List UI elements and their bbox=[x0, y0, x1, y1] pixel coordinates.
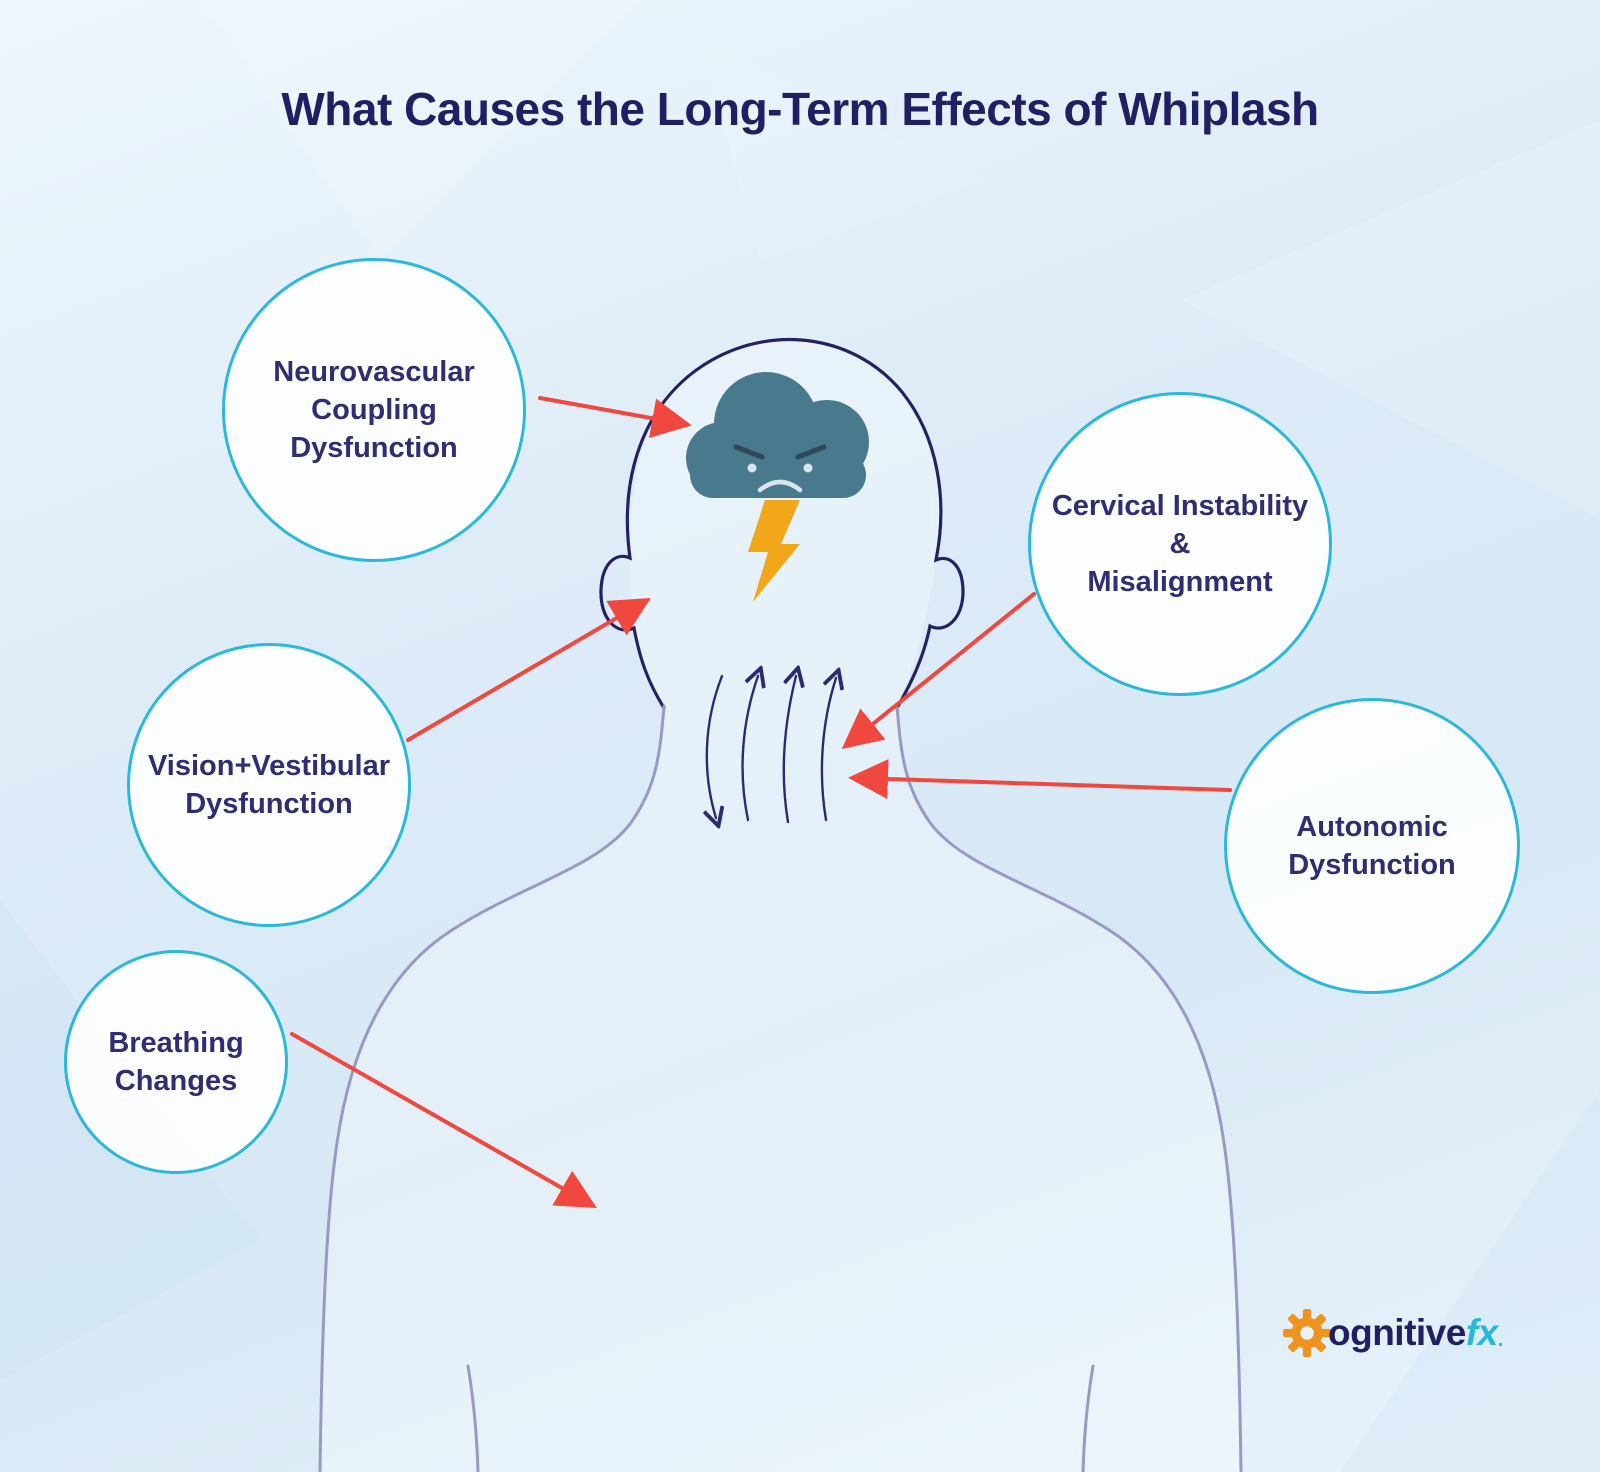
label-bubble-cervical: Cervical Instability & Misalignment bbox=[1028, 392, 1332, 696]
label-vision: Vision+Vestibular Dysfunction bbox=[147, 749, 391, 820]
body-outline-left bbox=[318, 704, 666, 1472]
gear-icon bbox=[1283, 1309, 1331, 1357]
label-neurovascular: Neurovascular Coupling Dysfunction bbox=[273, 355, 475, 465]
body-outline-right bbox=[895, 704, 1243, 1472]
label-cervical: Cervical Instability & Misalignment bbox=[1051, 489, 1309, 599]
arrow-vision-vestibular bbox=[406, 597, 651, 742]
label-bubble-vision: Vision+Vestibular Dysfunction bbox=[127, 643, 411, 927]
arm-line-left bbox=[466, 1364, 480, 1472]
neck-motion-arrows bbox=[707, 676, 836, 822]
body-fill bbox=[320, 339, 1241, 1472]
label-bubble-breathing: Breathing Changes bbox=[64, 950, 288, 1174]
label-bubble-autonomic: Autonomic Dysfunction bbox=[1224, 698, 1520, 994]
logo-wordmark: ognitive bbox=[1328, 1312, 1466, 1353]
page-title: What Causes the Long-Term Effects of Whi… bbox=[281, 83, 1319, 135]
arrow-autonomic bbox=[848, 759, 1232, 800]
person-silhouette bbox=[318, 337, 1243, 1472]
arrow-breathing bbox=[290, 1032, 597, 1208]
storm-cloud-icon bbox=[686, 372, 869, 498]
pointer-arrows bbox=[290, 396, 1232, 1208]
label-bubble-neurovascular: Neurovascular Coupling Dysfunction bbox=[222, 258, 526, 562]
arrow-neurovascular bbox=[538, 396, 692, 438]
lightning-bolt-icon bbox=[748, 500, 800, 602]
label-breathing: Breathing Changes bbox=[108, 1026, 244, 1097]
logo-period: . bbox=[1497, 1329, 1504, 1351]
brand-logo: ognitive fx . bbox=[1282, 1308, 1503, 1358]
logo-fx: fx bbox=[1465, 1312, 1498, 1353]
label-autonomic: Autonomic Dysfunction bbox=[1288, 810, 1456, 881]
head-outline bbox=[599, 337, 965, 710]
arm-line-right bbox=[1081, 1364, 1095, 1472]
arrow-cervical bbox=[841, 592, 1036, 750]
